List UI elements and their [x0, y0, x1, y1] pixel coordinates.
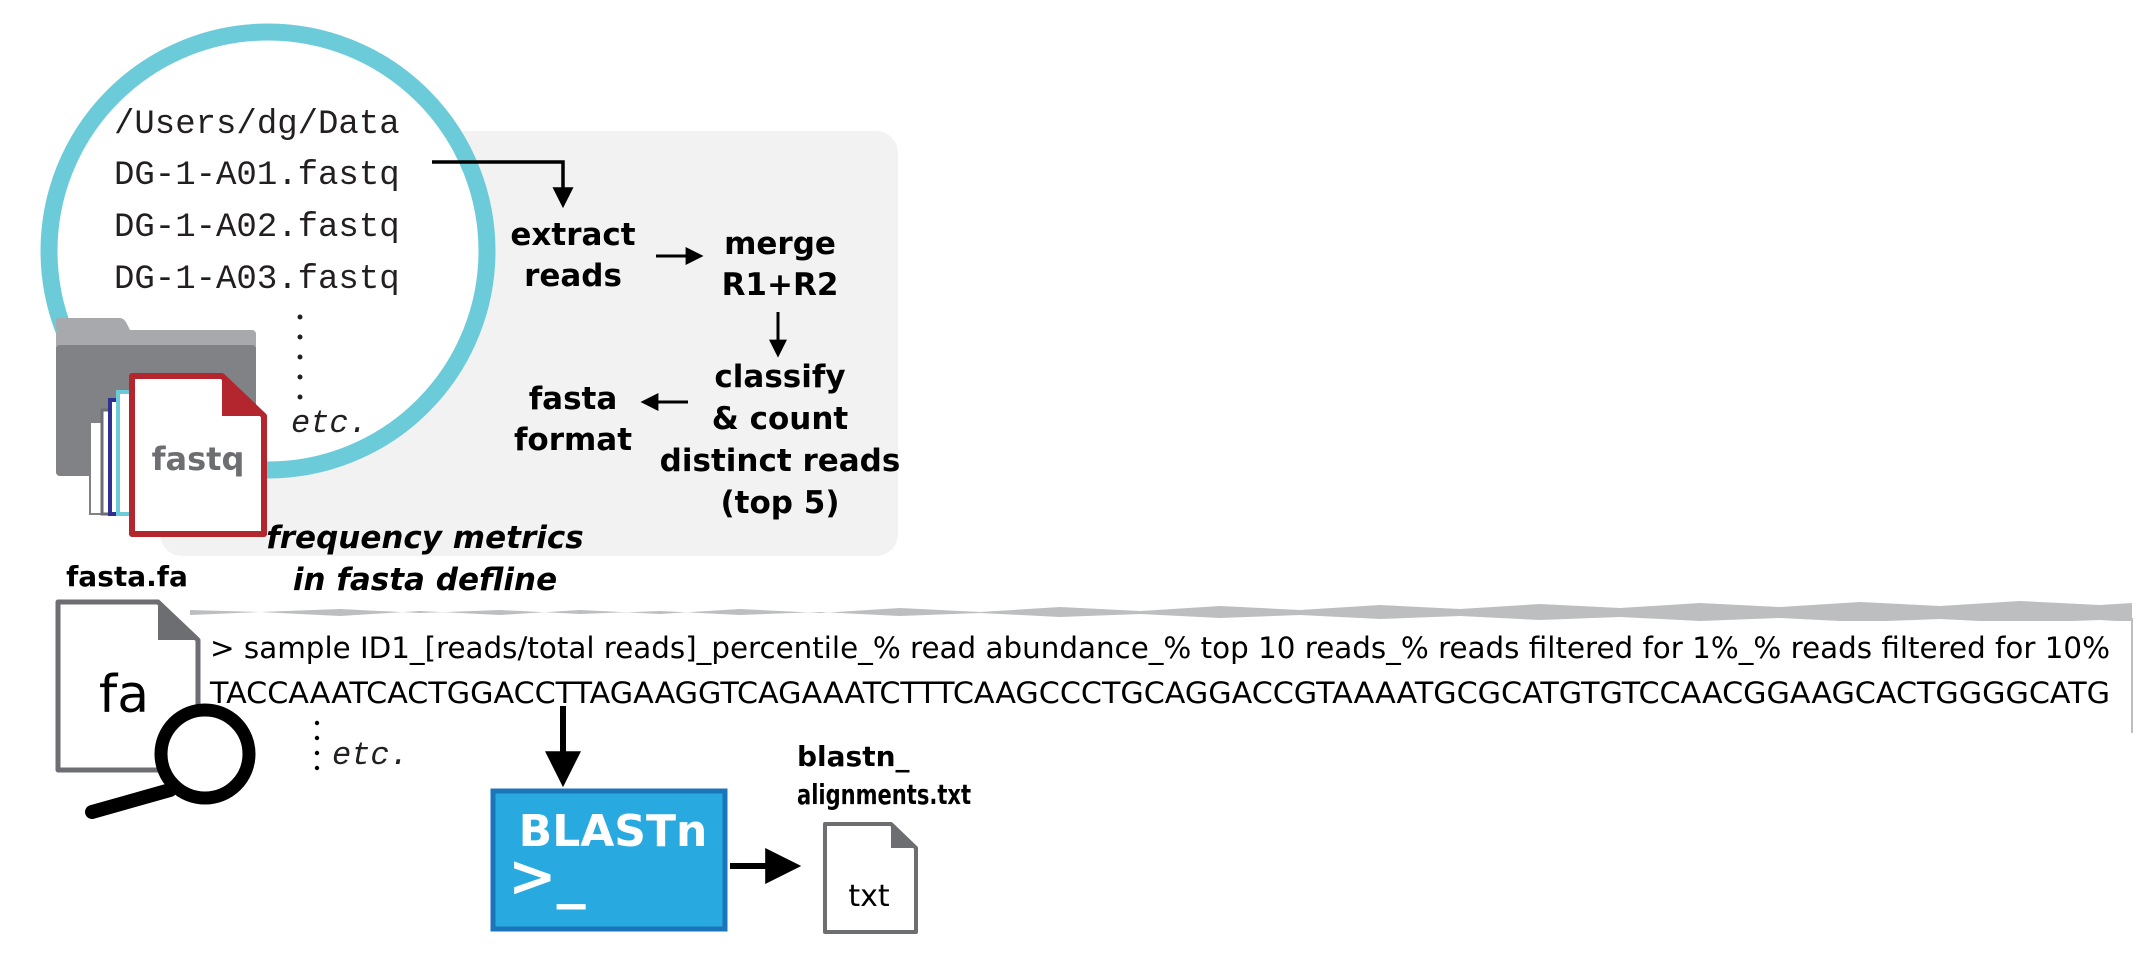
- fasta-file-name: fasta.fa: [66, 560, 188, 593]
- fastq-file-3: DG-1-A03.fastq: [114, 261, 400, 299]
- classify-line2: & count: [712, 401, 849, 437]
- fastq-file-icon: fastq: [129, 373, 267, 537]
- blastn-label: BLASTn: [519, 806, 708, 857]
- fastq-file-2: DG-1-A02.fastq: [114, 209, 400, 247]
- fa-icon-label: fa: [99, 665, 149, 725]
- fasta-format-line1: fasta: [529, 381, 618, 417]
- terminal-prompt: >_: [508, 842, 586, 910]
- vertical-ellipsis: [297, 314, 303, 400]
- fastq-icon-label: fastq: [152, 440, 245, 478]
- blastn-terminal: BLASTn >_: [490, 788, 728, 932]
- output-name-line2: alignments.txt: [797, 778, 971, 811]
- output-name-line1: blastn_: [797, 740, 910, 773]
- txt-icon-label: txt: [848, 879, 890, 914]
- txt-file-icon: txt: [823, 822, 918, 934]
- classify-line1: classify: [714, 359, 845, 395]
- fasta-etc: etc.: [332, 737, 409, 774]
- frequency-note-line2: in fasta defline: [293, 562, 557, 598]
- magnifier-icon: [85, 703, 256, 819]
- fasta-defline: > sample ID1_[reads/total reads]_percent…: [210, 631, 2110, 665]
- fastq-file-1: DG-1-A01.fastq: [114, 157, 400, 195]
- frequency-note-line1: frequency metrics: [266, 520, 583, 556]
- fasta-sequence: TACCAAATCACTGGACCTTAGAAGGTCAGAAATCTTTCAA…: [209, 676, 2110, 710]
- listing-etc: etc.: [291, 405, 368, 442]
- fasta-format-line2: format: [514, 422, 632, 458]
- merge-line2: R1+R2: [722, 267, 839, 303]
- classify-line3: distinct reads: [660, 443, 901, 479]
- merge-line1: merge: [724, 226, 836, 262]
- extract-reads-line2: reads: [524, 258, 622, 294]
- arrow-file-to-extract: [432, 160, 574, 209]
- classify-line4: (top 5): [720, 485, 839, 521]
- fasta-paper-strip: [190, 601, 2133, 733]
- folder-path: /Users/dg/Data: [114, 106, 400, 144]
- extract-reads-line1: extract: [510, 217, 635, 253]
- fasta-vertical-ellipsis: [314, 720, 320, 771]
